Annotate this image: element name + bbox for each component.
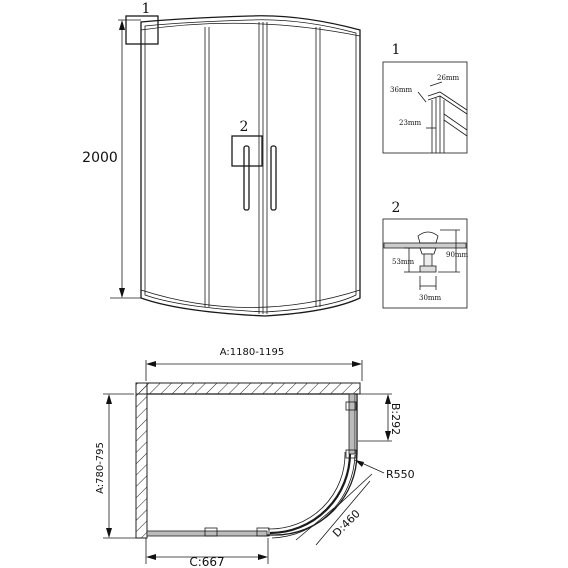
- detail-1-dim-23: 23mm: [399, 119, 422, 127]
- side-wall: [135, 382, 148, 539]
- width-label: A:1180-1195: [220, 347, 285, 358]
- side-label: C:667: [189, 555, 224, 568]
- detail-1: 1 26mm 36mm 23mm: [382, 42, 468, 154]
- panel-dividers: [204, 22, 321, 314]
- callout-2-label: 2: [240, 119, 249, 135]
- height-label: 2000: [82, 150, 118, 166]
- depth-label: A:780-795: [95, 442, 106, 494]
- door-handles: [243, 145, 277, 211]
- fixed-panel-dimension: [358, 393, 392, 442]
- elevation-view: 2000 1 2: [82, 1, 361, 317]
- detail-1-dim-26: 26mm: [437, 74, 460, 82]
- detail-1-dim-36: 36mm: [390, 86, 413, 94]
- curved-door: [269, 452, 352, 535]
- callout-box-1: [125, 15, 159, 45]
- depth-dimension: [103, 393, 146, 539]
- back-wall: [135, 382, 361, 395]
- callout-box-2: [231, 135, 263, 167]
- detail-2-frame: [382, 218, 468, 309]
- fixed-panel-bottom: [146, 530, 268, 537]
- detail-1-number: 1: [392, 42, 401, 58]
- radius-label: R550: [386, 468, 415, 481]
- detail-2-dim-90: 90mm: [446, 251, 469, 259]
- detail-2-dim-53: 53mm: [392, 258, 415, 266]
- detail-2-number: 2: [392, 200, 401, 216]
- callout-1-label: 1: [142, 1, 151, 17]
- plan-view: A:1180-1195 A:780-795: [95, 347, 415, 568]
- diagonal-label: D:460: [330, 507, 363, 540]
- enclosure-outline: [140, 15, 361, 317]
- detail-1-frame: [382, 61, 468, 154]
- height-dimension: [110, 19, 141, 299]
- detail-2: 2 53mm 90mm 30mm: [382, 200, 469, 309]
- detail-2-dim-30: 30mm: [419, 294, 442, 302]
- width-dimension: [145, 360, 363, 381]
- diagonal-dimension: [295, 473, 373, 546]
- side-dimension: [145, 538, 269, 564]
- fixed-panel-right: [348, 393, 356, 455]
- fixed-panel-label: B:292: [389, 403, 402, 435]
